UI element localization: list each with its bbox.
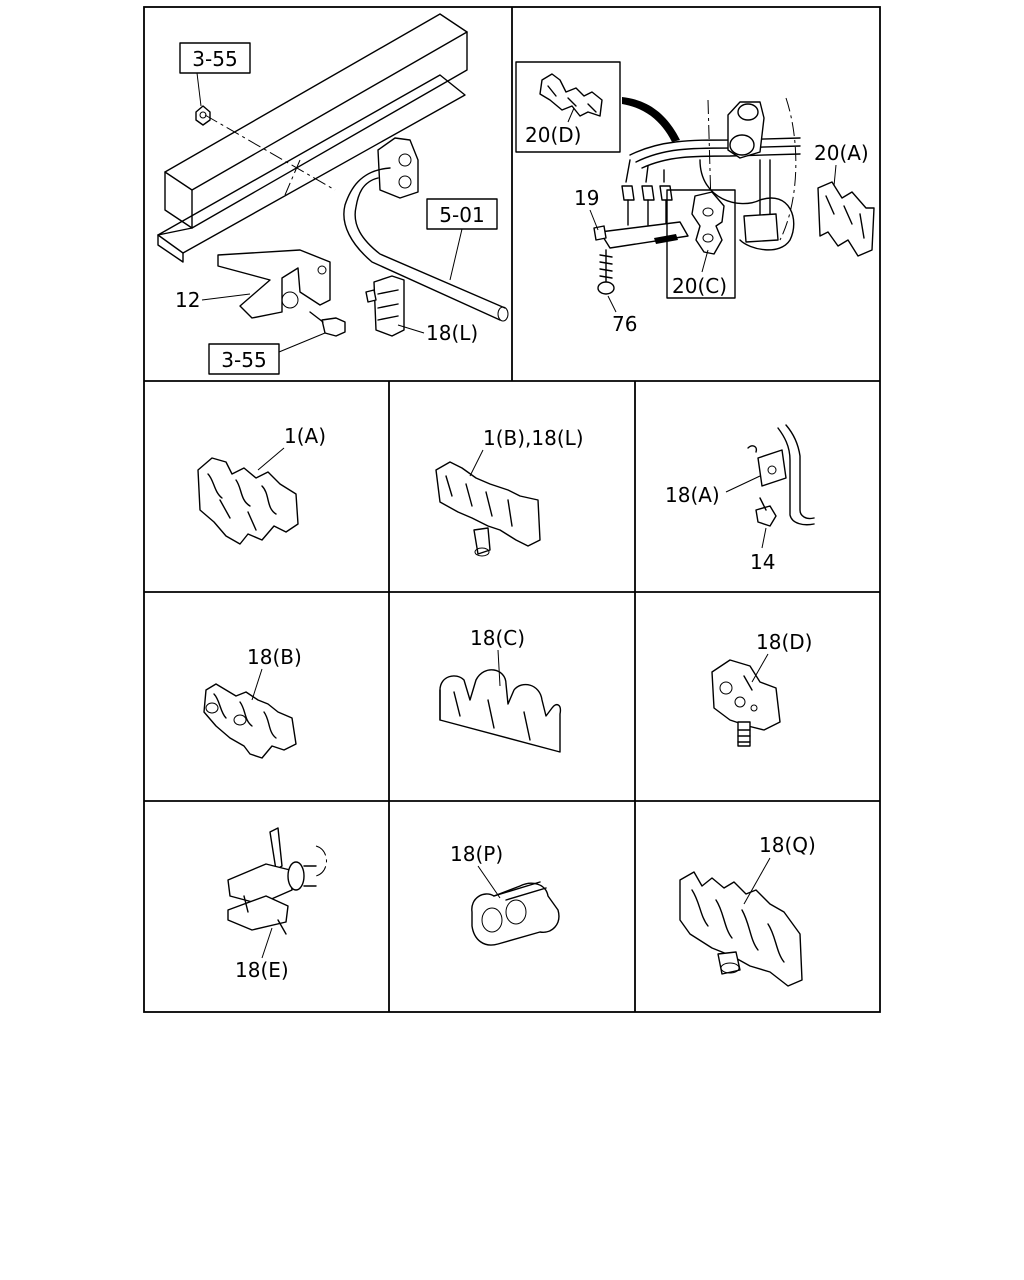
callout-3-55-top: 3-55 (179, 42, 251, 107)
clip-18Q-label: 18(Q) (759, 833, 816, 857)
callout-18L-main: 18(L) (397, 321, 478, 345)
clip-1A-label: 1(A) (284, 424, 326, 448)
callout-20C-text: 20(C) (672, 274, 727, 298)
callout-3-55-bottom-text: 3-55 (221, 348, 266, 372)
clip-18B-label: 18(B) (247, 645, 302, 669)
diagram-frame (143, 6, 881, 1013)
callout-12: 12 (175, 288, 251, 312)
clip-18D-label: 18(D) (756, 630, 812, 654)
clip-18A-cell: 18(A) 14 (665, 424, 815, 574)
callout-12-text: 12 (175, 288, 200, 312)
callout-19-text: 19 (574, 186, 599, 210)
callout-76-text: 76 (612, 312, 637, 336)
clip-1A-cell: 1(A) (197, 424, 326, 545)
callout-3-55-bottom: 3-55 (208, 332, 326, 375)
clip-18C-label: 18(C) (470, 626, 525, 650)
callout-19: 19 (574, 186, 599, 231)
clip-18D-cell: 18(D) (711, 630, 812, 747)
clip-18A-bolt-label: 14 (750, 550, 775, 574)
callout-18L-main-text: 18(L) (426, 321, 478, 345)
callout-5-01-text: 5-01 (439, 203, 484, 227)
clip-18C-cell: 18(C) (439, 626, 562, 753)
clip-18P-cell: 18(P) (450, 842, 560, 946)
pipe-junction-assembly (515, 61, 875, 299)
callout-5-01: 5-01 (426, 198, 498, 281)
callout-20D-text: 20(D) (525, 123, 581, 147)
clip-1B-18L-cell: 1(B),18(L) (435, 426, 584, 557)
clip-18E-cell: 18(E) (227, 827, 327, 982)
callout-76: 76 (607, 295, 637, 336)
callout-20A: 20(A) (814, 141, 869, 187)
clip-18Q-cell: 18(Q) (679, 833, 816, 987)
frame-rail-assembly (157, 13, 509, 337)
callout-3-55-top-text: 3-55 (192, 47, 237, 71)
clip-18E-label: 18(E) (235, 958, 289, 982)
callout-20A-text: 20(A) (814, 141, 869, 165)
clip-18B-cell: 18(B) (203, 645, 302, 759)
clip-18A-label: 18(A) (665, 483, 720, 507)
clip-18P-label: 18(P) (450, 842, 503, 866)
callout-20D: 20(D) (525, 107, 581, 147)
callout-20C: 20(C) (672, 249, 727, 298)
clip-1B-18L-label: 1(B),18(L) (483, 426, 584, 450)
